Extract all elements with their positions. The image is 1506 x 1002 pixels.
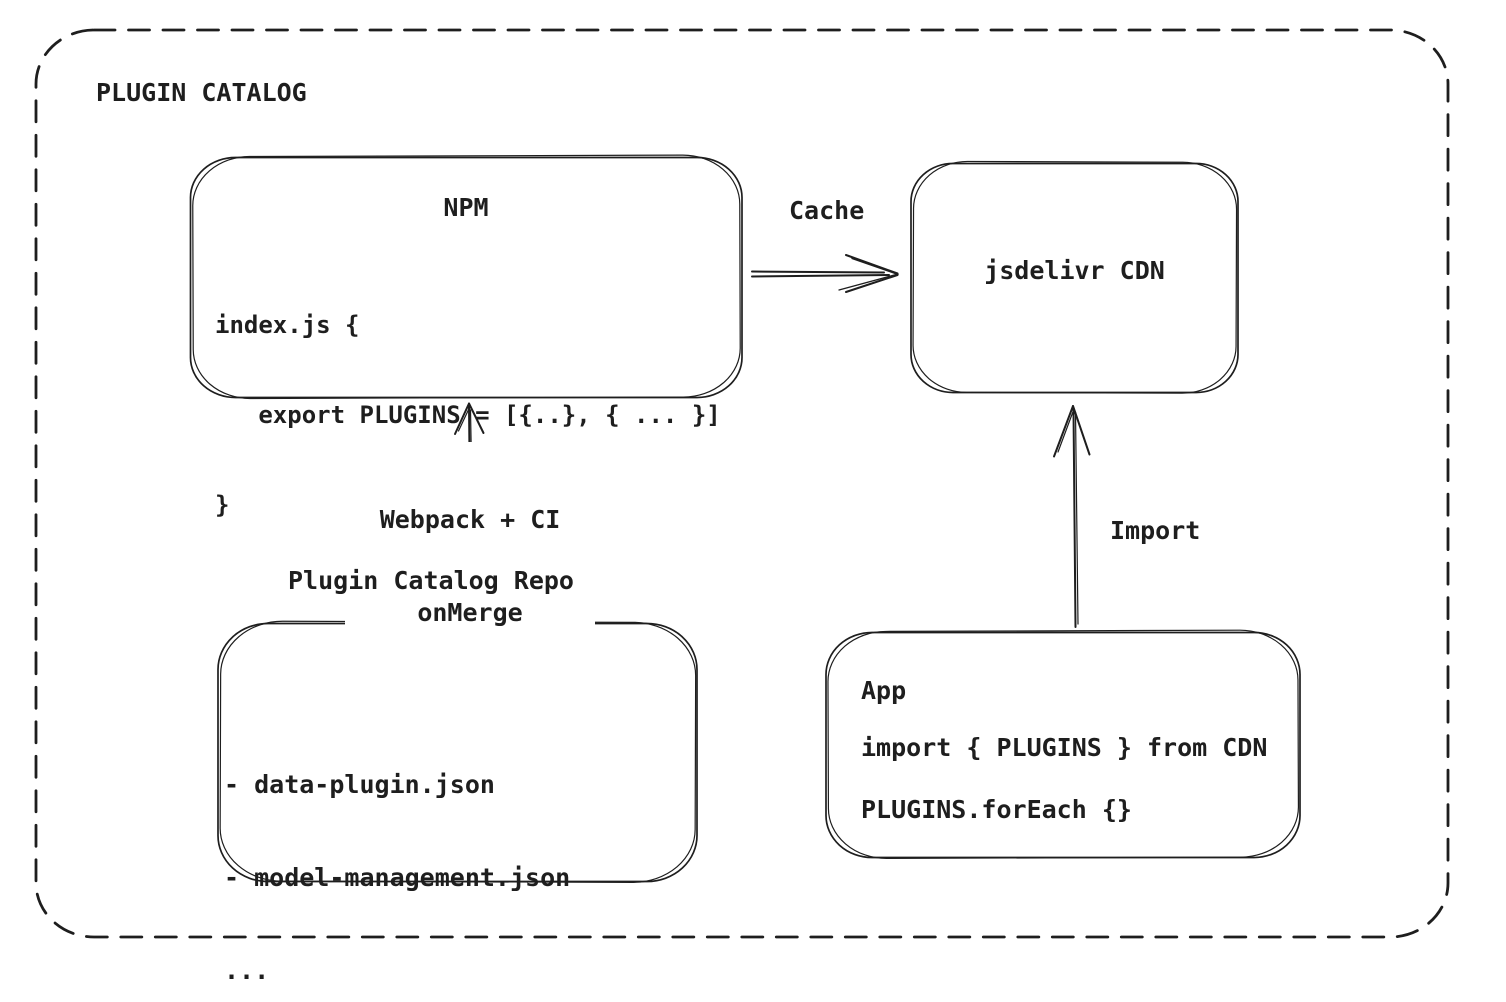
npm-box-title: NPM [443, 193, 489, 222]
app-box-title: App [861, 676, 907, 705]
app-box [825, 629, 1301, 860]
repo-file-item-1: - data-plugin.json [224, 770, 495, 799]
cdn-box-title: jsdelivr CDN [984, 256, 1165, 285]
npm-code-block: index.js { export PLUGINS = [{..}, { ...… [215, 250, 721, 580]
repo-file-item-2: - model-management.json [224, 863, 571, 892]
repo-file-list: - data-plugin.json - model-management.js… [224, 707, 570, 1002]
diagram-title: PLUGIN CATALOG [96, 78, 307, 107]
app-code-line-1: import { PLUGINS } from CDN [861, 733, 1268, 762]
webpack-arrow-label-line-1: Webpack + CI [379, 505, 561, 534]
cache-arrowhead [838, 254, 899, 293]
npm-box [189, 154, 743, 400]
repo-box-title: Plugin Catalog Repo [288, 565, 574, 596]
cache-arrow-shaft [751, 270, 885, 274]
catalog-boundary [34, 28, 1450, 939]
npm-code-line-3: } [215, 491, 230, 519]
import-arrow-label: Import [1110, 516, 1201, 545]
repo-file-item-3: ... [224, 956, 270, 985]
webpack-arrowhead [454, 402, 485, 435]
import-arrow [1053, 405, 1091, 628]
npm-code-line-1: index.js { [215, 311, 360, 339]
cache-arrow [751, 254, 899, 293]
npm-code-line-2: export PLUGINS = [{..}, { ... }] [215, 401, 721, 429]
cache-arrow-label: Cache [789, 196, 865, 225]
import-arrowhead [1053, 405, 1091, 458]
cdn-box [910, 160, 1239, 394]
import-arrow-shaft [1072, 408, 1077, 628]
app-code-line-2: PLUGINS.forEach {} [861, 795, 1132, 824]
webpack-arrow-label-line-2: onMerge [417, 598, 523, 627]
